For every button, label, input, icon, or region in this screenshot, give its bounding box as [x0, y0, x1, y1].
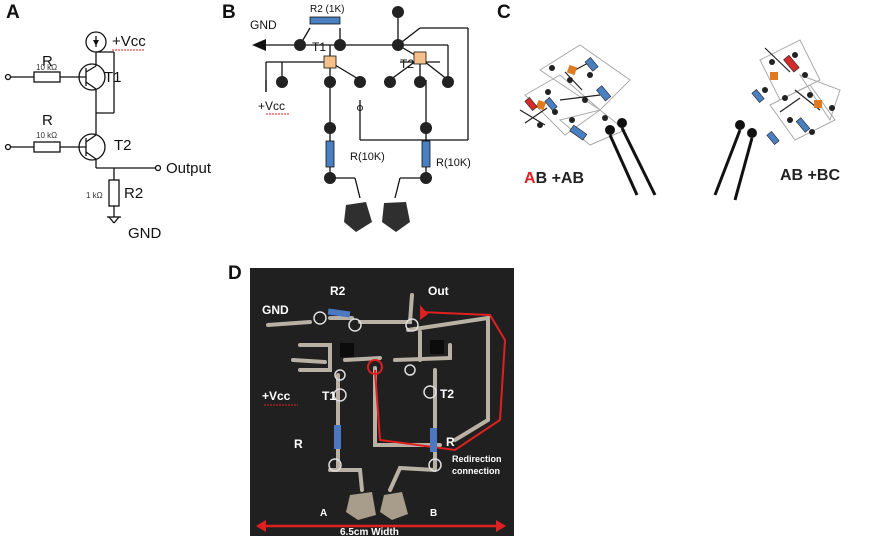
d-r2-resistor: [327, 308, 351, 318]
b-t2-transistor: [413, 51, 427, 65]
r-bottom-resistor-symbol: [33, 141, 61, 153]
c-right-label: AB +BC: [780, 167, 840, 184]
b-r-right-resistor: [421, 140, 431, 168]
d-r-right-resistor: [430, 428, 437, 452]
d-r-left-label: R: [294, 437, 303, 451]
b-vcc-label: +Vcc: [258, 99, 285, 113]
c-right-layout: [713, 39, 841, 201]
r2-value: 1 kΩ: [86, 191, 103, 200]
panel-label-d: D: [228, 263, 242, 284]
d-t2-transistor: [430, 340, 444, 354]
d-r-left-resistor: [334, 425, 341, 449]
panel-label-c: C: [497, 2, 511, 23]
r-top-resistor-symbol: [33, 71, 61, 83]
b-r2-label: R2 (1K): [310, 4, 344, 15]
b-pad-b: [382, 202, 410, 232]
b-r-left-resistor: [325, 140, 335, 168]
panel-label-b: B: [222, 2, 236, 23]
d-pad-a: [346, 492, 376, 520]
d-redirection-connection: [374, 311, 507, 452]
d-pad-b-label: B: [430, 508, 437, 519]
b-pad-a: [344, 202, 372, 232]
panel-label-a: A: [6, 2, 20, 23]
d-pad-a-label: A: [320, 508, 327, 519]
svg-text:AB +AB: AB +AB: [524, 170, 584, 187]
r-bottom-label: R: [42, 112, 53, 129]
r-bottom-value: 10 kΩ: [36, 131, 57, 140]
vcc-label: +Vcc: [112, 33, 146, 50]
panel-a-schematic: +Vcc R 10 kΩ T1 R 10 kΩ T2 Output 1 kΩ R…: [4, 31, 212, 242]
r2-label: R2: [124, 185, 143, 202]
d-redirection-label-2: connection: [452, 466, 500, 476]
b-t2-label: T2: [400, 57, 414, 71]
d-vcc-label: +Vcc: [262, 389, 291, 403]
t2-label: T2: [114, 137, 132, 154]
b-t1-label: T1: [312, 40, 326, 54]
d-out-label: Out: [428, 284, 449, 298]
r-top-label: R: [42, 53, 53, 70]
panel-d-photo: GND R2 Out +Vcc T1 T2 R R Redirection co…: [250, 268, 514, 536]
panel-c-folded: AB +AB AB +BC: [519, 39, 841, 201]
r2-resistor-symbol: [108, 179, 120, 207]
r-top-value: 10 kΩ: [36, 63, 57, 72]
d-redirection-label-1: Redirection: [452, 454, 502, 464]
d-t1-transistor: [340, 343, 354, 357]
d-t1-label: T1: [322, 389, 336, 403]
c-left-layout: [519, 44, 657, 196]
d-r-right-label: R: [446, 435, 455, 449]
gnd-label: GND: [128, 225, 162, 242]
t1-label: T1: [104, 69, 122, 86]
d-t2-label: T2: [440, 387, 454, 401]
b-r2-resistor: [309, 16, 341, 25]
c-left-label: B +AB: [536, 170, 584, 187]
d-pad-b: [380, 492, 408, 520]
b-r-left-label: R(10K): [350, 151, 385, 163]
b-r-right-label: R(10K): [436, 157, 471, 169]
c-left-a-letter: A: [524, 170, 536, 187]
panel-b-layout: GND R2 (1K) T1 T2 +Vcc R(10K) R(10K): [250, 4, 471, 232]
b-gnd-label: GND: [250, 18, 277, 32]
d-width-label: 6.5cm Width: [340, 527, 399, 536]
output-label: Output: [166, 160, 212, 177]
b-t1-transistor: [323, 55, 337, 69]
d-gnd-label: GND: [262, 303, 289, 317]
d-r2-label: R2: [330, 284, 346, 298]
